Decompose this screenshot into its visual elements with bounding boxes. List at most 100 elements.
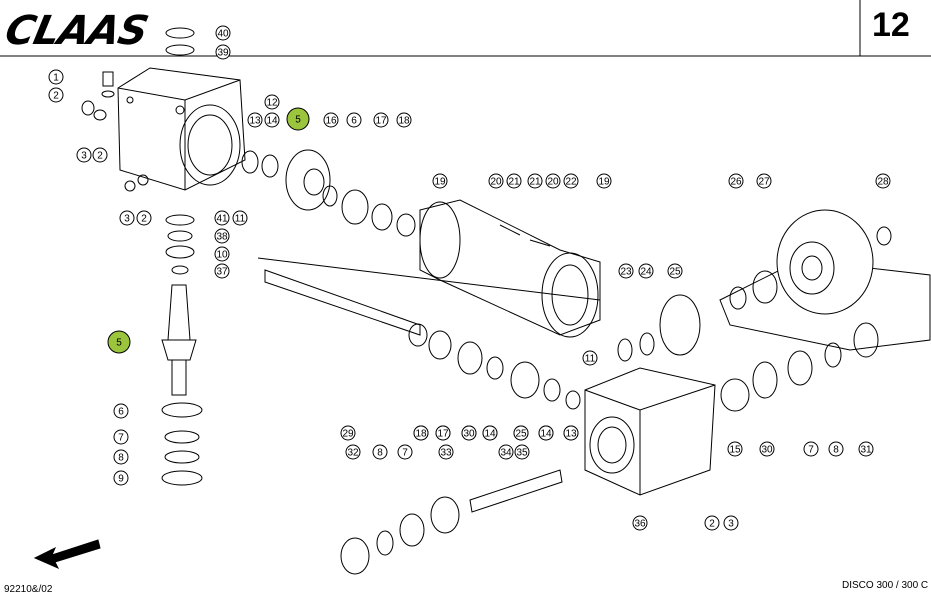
callout-bubble (596, 173, 612, 189)
callout-label: 25 (669, 267, 681, 278)
callout-label: 40 (217, 29, 229, 40)
callout-bubble (723, 515, 739, 531)
callout-label: 37 (216, 267, 228, 278)
callout-label: 30 (761, 445, 773, 456)
callout-label: 3 (124, 214, 130, 225)
callout-label: 9 (118, 474, 124, 485)
callout-label: 2 (97, 151, 103, 162)
callout-label: 17 (375, 116, 387, 127)
callout-bubble (113, 449, 129, 465)
callout-label: 35 (516, 448, 528, 459)
callout-bubble (858, 441, 874, 457)
callout-label: 30 (463, 429, 475, 440)
lower-gearbox-housing (584, 367, 716, 496)
callout-bubble (92, 147, 108, 163)
callout-label: 39 (217, 48, 229, 59)
model-name: DISCO 300 / 300 C (842, 580, 929, 591)
callout-bubble (667, 263, 683, 279)
callout-bubble (107, 330, 131, 354)
callout-bubble (756, 173, 772, 189)
callout-bubble (48, 87, 64, 103)
callout-label: 5 (116, 338, 122, 349)
callout-label: 16 (325, 116, 337, 127)
callout-bubble (264, 94, 280, 110)
callout-label: 29 (342, 429, 354, 440)
callout-bubble (432, 173, 448, 189)
callout-bubble (488, 173, 504, 189)
callout-bubble (346, 112, 362, 128)
callout-bubble (214, 228, 230, 244)
callout-bubble (828, 441, 844, 457)
callout-label: 13 (565, 429, 577, 440)
callout-label: 14 (266, 116, 278, 127)
callout-label: 8 (118, 453, 124, 464)
callout-bubble (345, 444, 361, 460)
callout-label: 20 (490, 177, 502, 188)
callout-bubble (803, 441, 819, 457)
callout-bubble (113, 470, 129, 486)
callout-bubble (113, 403, 129, 419)
upper-gearbox-housing (117, 67, 246, 191)
callout-label: 15 (729, 445, 741, 456)
callout-label: 21 (508, 177, 520, 188)
callout-label: 12 (266, 98, 278, 109)
callout-bubble (506, 173, 522, 189)
callout-bubble (323, 112, 339, 128)
callout-bubble (545, 173, 561, 189)
callout-label: 3 (728, 519, 734, 530)
long-shaft (257, 257, 601, 336)
callout-label: 14 (540, 429, 552, 440)
page-number: 12 (872, 6, 910, 44)
callout-bubble (215, 44, 231, 60)
callout-bubble (759, 441, 775, 457)
callout-bubble (538, 425, 554, 441)
callout-bubble (435, 425, 451, 441)
callout-label: 32 (347, 448, 359, 459)
callout-label: 33 (440, 448, 452, 459)
callout-bubble (247, 112, 263, 128)
callout-label: 8 (833, 445, 839, 456)
callout-bubble (638, 263, 654, 279)
callout-bubble (286, 107, 310, 131)
callout-bubble (461, 425, 477, 441)
callout-label: 11 (235, 214, 246, 225)
callout-label: 7 (808, 445, 814, 456)
callout-label: 18 (398, 116, 410, 127)
callout-label: 3 (81, 151, 87, 162)
callout-bubble (438, 444, 454, 460)
callout-label: 31 (860, 445, 872, 456)
callout-bubble (498, 444, 514, 460)
callout-label: 17 (437, 429, 449, 440)
callout-bubble (232, 210, 248, 226)
callout-label: 27 (758, 177, 770, 188)
callout-label: 7 (118, 433, 124, 444)
callout-label: 8 (377, 448, 383, 459)
callout-label: 6 (351, 116, 357, 127)
callout-bubble (514, 444, 530, 460)
callout-bubble (76, 147, 92, 163)
callout-bubble (527, 173, 543, 189)
callout-bubble (214, 210, 230, 226)
callout-label: 2 (53, 91, 59, 102)
callout-bubble (728, 173, 744, 189)
callout-bubble (215, 25, 231, 41)
callout-bubble (119, 210, 135, 226)
callout-label: 11 (585, 354, 596, 365)
callout-bubble (340, 425, 356, 441)
callout-label: 34 (500, 448, 512, 459)
callout-label: 2 (709, 519, 715, 530)
document-code: 92210&/02 (4, 584, 53, 595)
callout-label: 1 (53, 73, 59, 84)
callout-label: 19 (434, 177, 446, 188)
callout-label: 18 (415, 429, 427, 440)
callout-bubble (48, 69, 64, 85)
direction-arrow-icon (33, 539, 101, 570)
vertical-pinion (161, 284, 197, 396)
callout-bubble (513, 425, 529, 441)
callout-bubble (264, 112, 280, 128)
callout-bubble (482, 425, 498, 441)
callout-bubble (372, 444, 388, 460)
callout-bubble (373, 112, 389, 128)
